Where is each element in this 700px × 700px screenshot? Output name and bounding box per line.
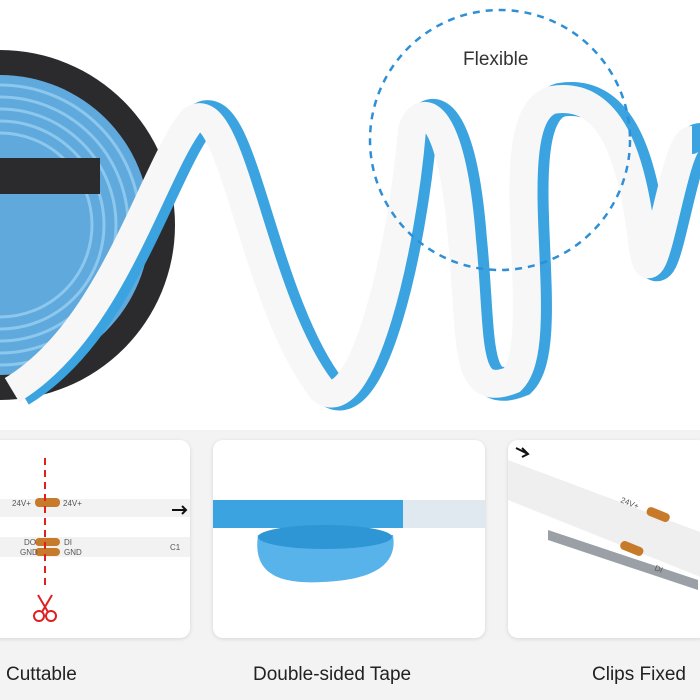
hero-illustration bbox=[0, 0, 700, 430]
mounting-clip bbox=[548, 530, 698, 590]
feature-cuttable-panel: 24V+ 24V+ DO DI GND GND C1 bbox=[0, 440, 190, 638]
flexible-label: Flexible bbox=[463, 49, 529, 70]
di-label: DI bbox=[64, 538, 72, 547]
feature-label-tape: Double-sided Tape bbox=[253, 664, 412, 685]
led-strip-illustration bbox=[0, 8, 700, 411]
flexible-callout-circle bbox=[368, 8, 632, 272]
do-label: DO bbox=[24, 538, 36, 547]
c1-label: C1 bbox=[170, 543, 181, 552]
feature-tape-panel bbox=[213, 440, 485, 638]
gnd-label: GND bbox=[20, 548, 38, 557]
scissors-icon bbox=[33, 594, 57, 622]
arrow-right-icon bbox=[515, 447, 530, 458]
di-label: DI bbox=[653, 564, 664, 575]
power-label: 24V+ bbox=[63, 499, 82, 508]
power-label: 24V+ bbox=[12, 499, 31, 508]
feature-clips-panel: 24V+ DI bbox=[508, 440, 700, 638]
feature-label-cuttable: Cuttable bbox=[6, 664, 77, 685]
gnd-label: GND bbox=[64, 548, 82, 557]
arrow-right-icon bbox=[172, 505, 188, 515]
feature-label-clips: Clips Fixed bbox=[592, 664, 686, 685]
